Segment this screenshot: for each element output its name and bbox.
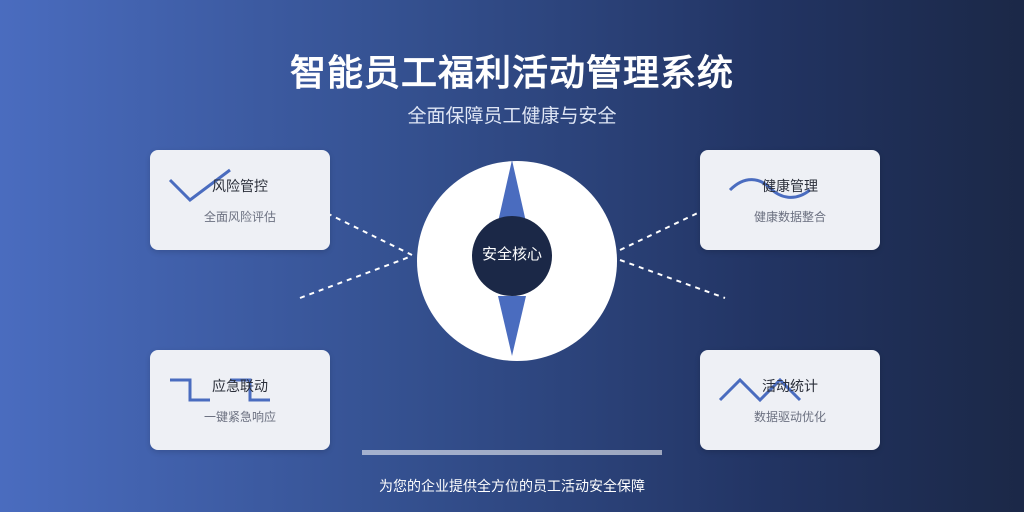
card-emergency-desc: 一键紧急响应 (203, 410, 276, 424)
card-health-management[interactable]: 健康管理 健康数据整合 (700, 150, 880, 250)
compass-needle-north (498, 160, 526, 222)
card-risk-title: 风险管控 (212, 179, 268, 195)
card-health-desc: 健康数据整合 (753, 210, 826, 224)
connector-activity (619, 259, 726, 299)
card-emergency-response[interactable]: 应急联动 一键紧急响应 (150, 350, 330, 450)
wave-icon (728, 178, 811, 199)
core-label: 安全核心 (481, 245, 542, 263)
page-title: 智能员工福利活动管理系统 (289, 53, 734, 94)
card-emergency-title: 应急联动 (212, 379, 268, 395)
footer-divider (362, 450, 662, 455)
card-risk-control[interactable]: 风险管控 全面风险评估 (150, 150, 330, 250)
compass-needle-south (498, 296, 526, 356)
card-health-title: 健康管理 (762, 179, 818, 195)
core-circle (472, 216, 552, 296)
card-risk-desc: 全面风险评估 (203, 210, 276, 224)
footer-text: 为您的企业提供全方位的员工活动安全保障 (379, 479, 645, 495)
connector-emergency (299, 255, 413, 299)
card-activity-statistics[interactable]: 活动统计 数据驱动优化 (700, 350, 880, 450)
page-subtitle: 全面保障员工健康与安全 (407, 105, 617, 127)
card-activity-desc: 数据驱动优化 (753, 410, 826, 424)
zigzag-chart-icon (718, 377, 802, 403)
card-activity-title: 活动统计 (762, 379, 818, 395)
checkmark-icon (168, 168, 231, 202)
step-signal-icon (170, 378, 270, 402)
